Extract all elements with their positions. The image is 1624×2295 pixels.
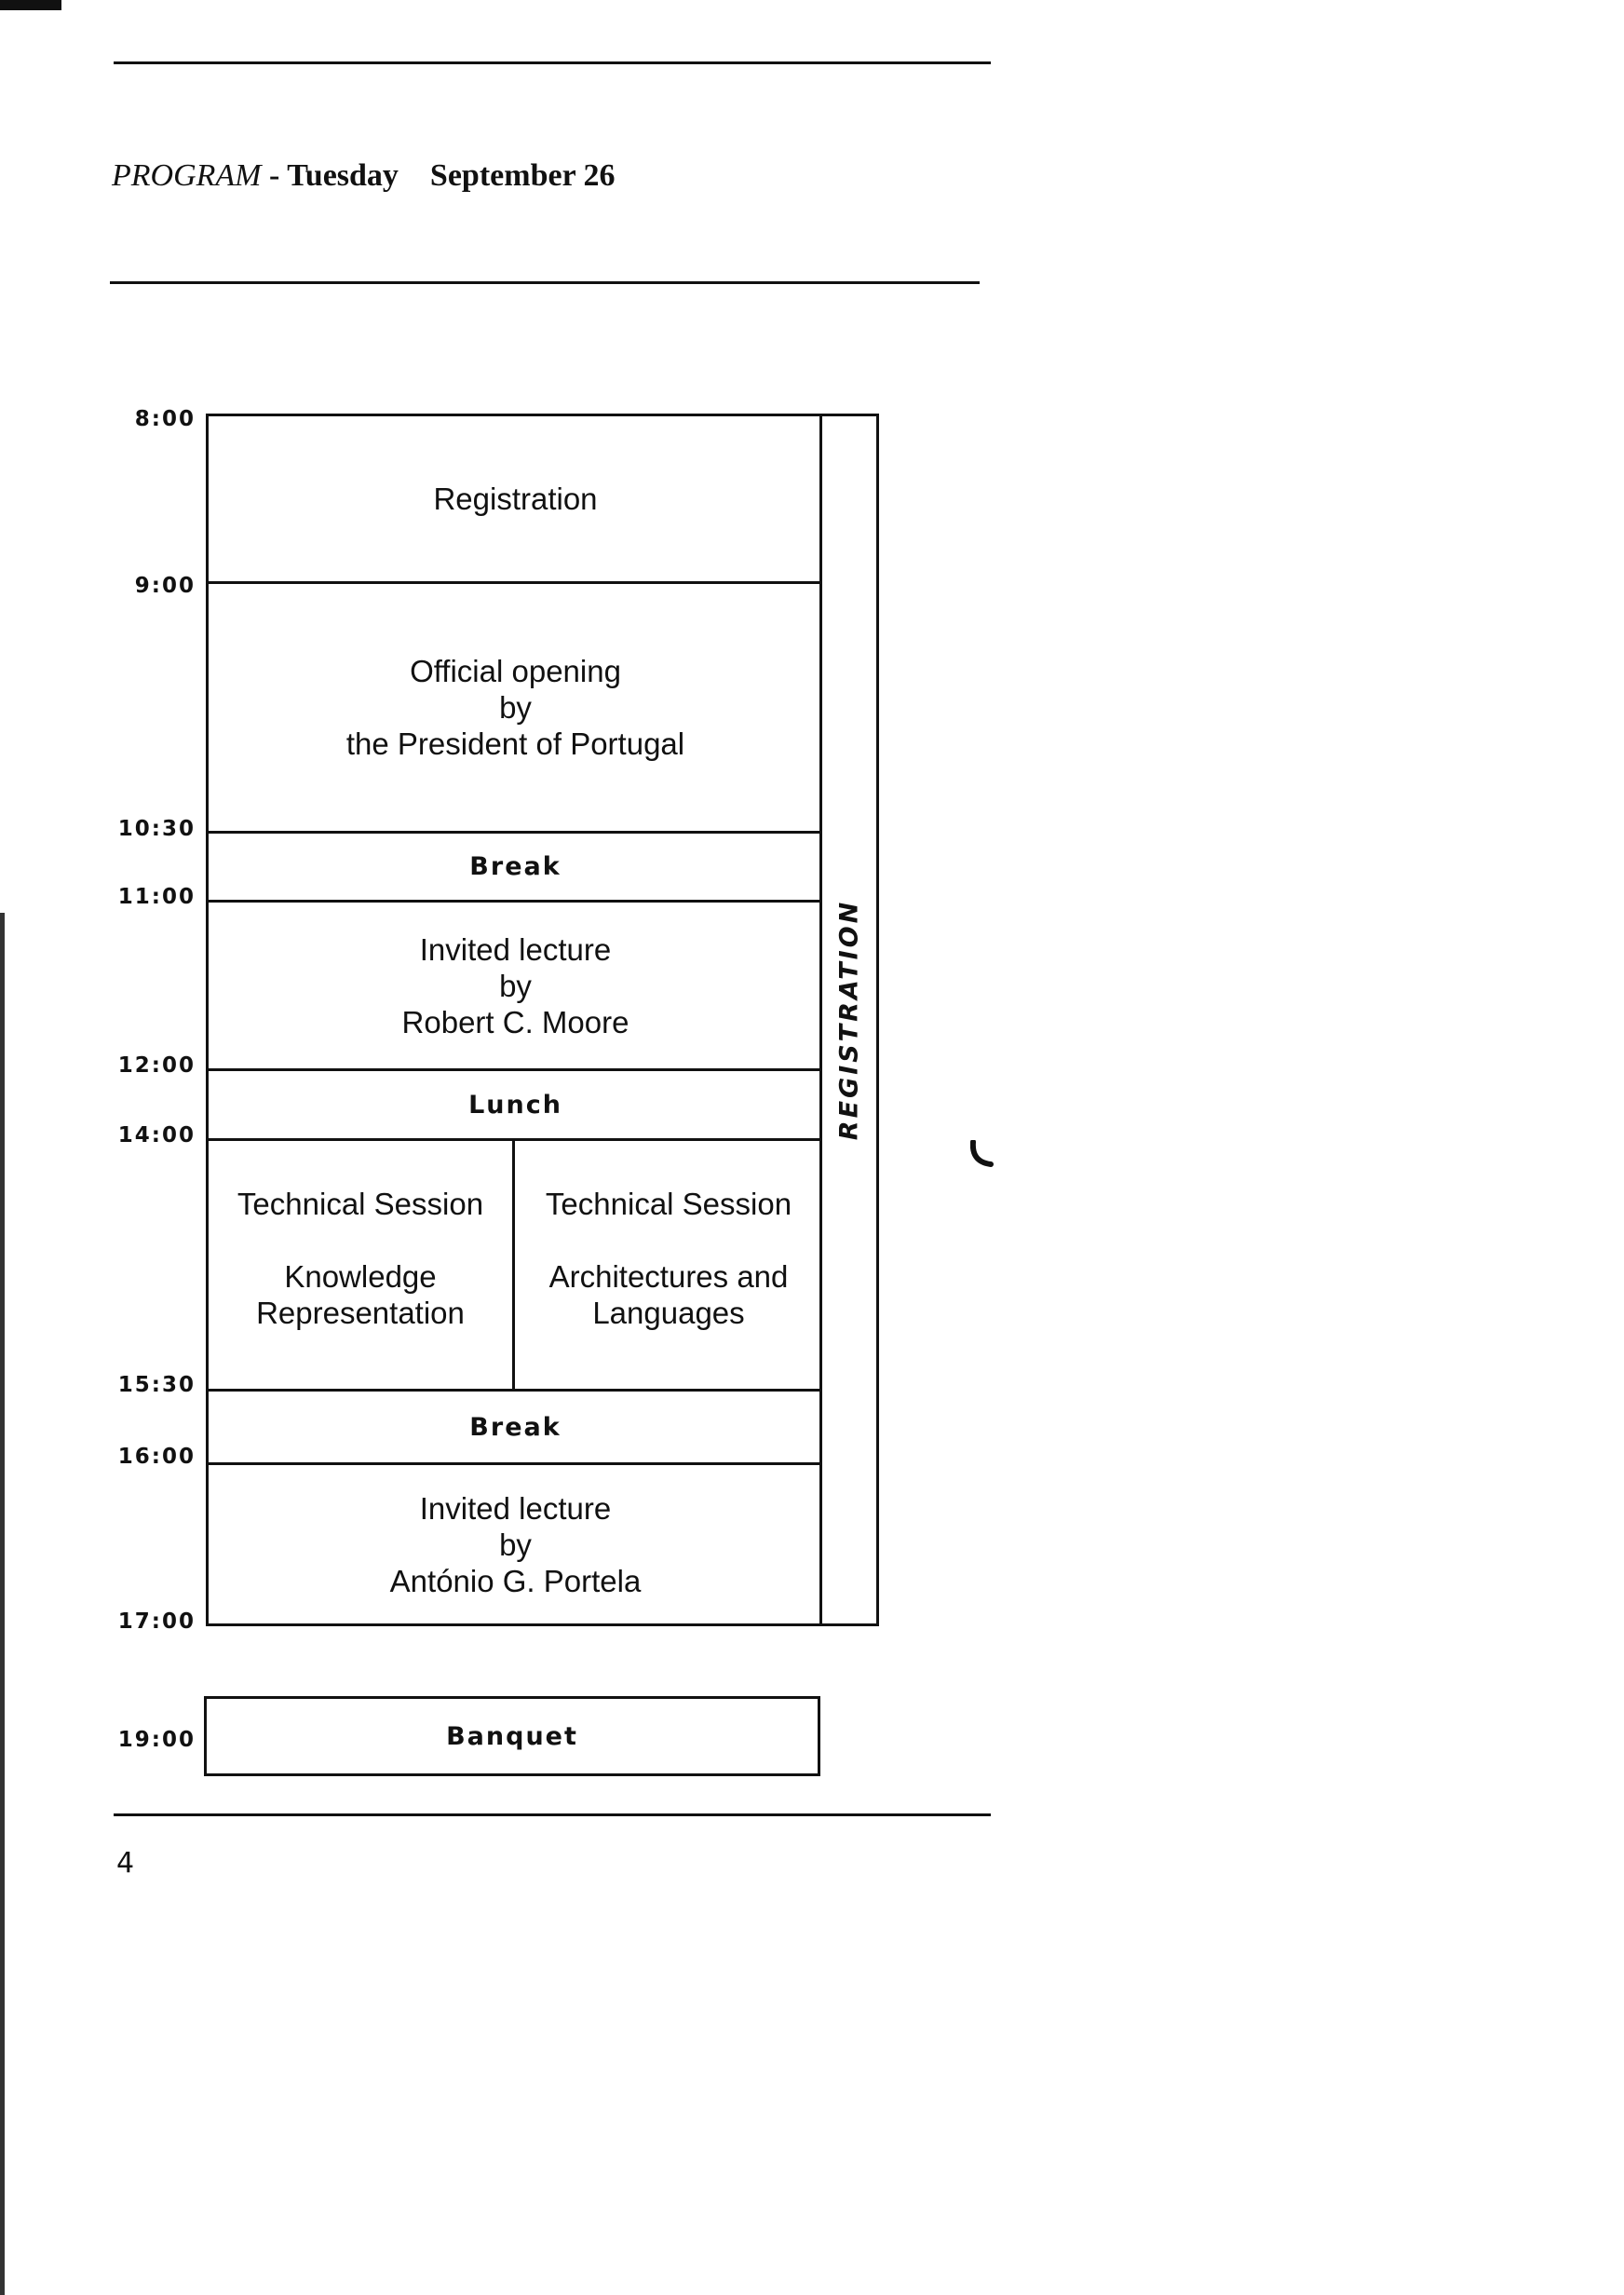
time-label: 12:00	[117, 1053, 196, 1078]
time-label: 14:00	[117, 1123, 196, 1148]
heading-date: September 26	[429, 158, 616, 193]
session-knowledge-representation: Technical Session Knowledge Representati…	[209, 1141, 515, 1389]
program-label: PROGRAM	[112, 158, 262, 193]
lecture-line: Invited lecture	[419, 931, 612, 967]
lunch-block: Lunch	[209, 1071, 822, 1141]
session-topic: Languages	[592, 1296, 745, 1330]
break-block: Break	[209, 834, 822, 903]
lecture-line: by	[499, 968, 532, 1003]
session-title: Technical Session	[545, 1187, 792, 1221]
registration-column: REGISTRATION	[819, 416, 876, 1623]
time-label: 19:00	[117, 1728, 196, 1752]
opening-line: by	[499, 690, 532, 725]
lunch-label: Lunch	[468, 1090, 562, 1120]
registration-vertical-label: REGISTRATION	[834, 899, 864, 1141]
banquet-label: Banquet	[446, 1721, 578, 1751]
registration-block: Registration	[209, 416, 822, 584]
break-label: Break	[469, 1412, 562, 1442]
time-label: 15:30	[117, 1373, 196, 1397]
schedule-table: Registration Official opening by the Pre…	[206, 414, 879, 1626]
session-architectures-languages: Technical Session Architectures and Lang…	[515, 1141, 822, 1389]
lecture-block: Invited lecture by Robert C. Moore	[209, 903, 822, 1071]
session-topic: Architectures and	[548, 1259, 789, 1294]
lecture-block: Invited lecture by António G. Portela	[209, 1465, 822, 1623]
session-topic: Knowledge	[284, 1259, 437, 1294]
page-heading: PROGRAM - Tuesday September 26	[112, 158, 616, 194]
page-number: 4	[116, 1847, 135, 1880]
lecture-speaker: António G. Portela	[389, 1563, 642, 1598]
heading-day: - Tuesday	[269, 158, 399, 193]
opening-block: Official opening by the President of Por…	[209, 584, 822, 834]
lecture-line: by	[499, 1527, 532, 1562]
session-topic: Representation	[256, 1296, 465, 1330]
time-label: 16:00	[117, 1445, 196, 1469]
banquet-block: Banquet	[204, 1696, 820, 1776]
time-label: 11:00	[117, 885, 196, 909]
top-rule	[114, 61, 991, 64]
time-label: 8:00	[134, 407, 196, 431]
technical-sessions: Technical Session Knowledge Representati…	[209, 1141, 822, 1392]
stray-mark	[970, 1140, 994, 1167]
lecture-speaker: Robert C. Moore	[401, 1004, 629, 1039]
time-label: 10:30	[117, 817, 196, 841]
session-title: Technical Session	[237, 1187, 484, 1221]
time-label: 17:00	[117, 1609, 196, 1634]
time-label: 9:00	[134, 574, 196, 598]
break-label: Break	[469, 852, 562, 881]
opening-line: the President of Portugal	[345, 727, 685, 761]
registration-label: Registration	[433, 482, 598, 516]
heading-rule	[110, 281, 980, 284]
scan-artifact	[0, 0, 61, 10]
lecture-line: Invited lecture	[419, 1490, 612, 1526]
scan-edge	[0, 913, 5, 2295]
footer-rule	[114, 1813, 991, 1816]
break-block: Break	[209, 1392, 822, 1465]
opening-line: Official opening	[410, 654, 621, 688]
